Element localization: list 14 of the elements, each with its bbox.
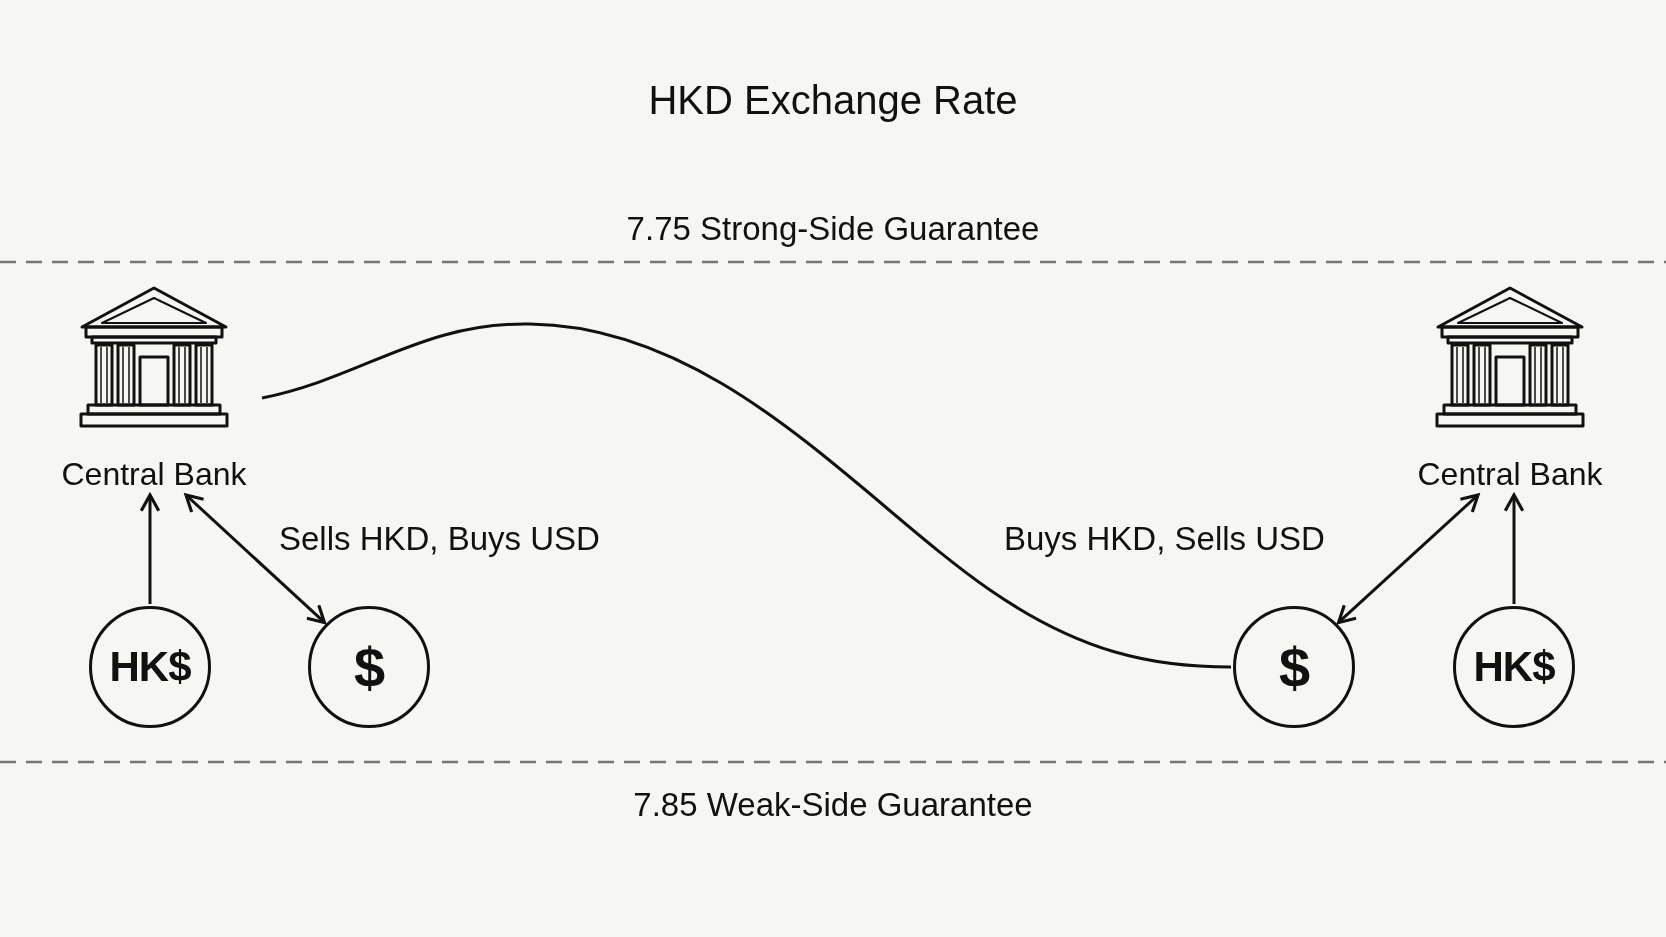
arrow bbox=[1503, 493, 1525, 604]
bank-label: Central Bank bbox=[61, 456, 247, 493]
arrow bbox=[184, 493, 327, 625]
guarantee-label: 7.85 Weak-Side Guarantee bbox=[632, 786, 1034, 824]
guarantee-label: 7.75 Strong-Side Guarantee bbox=[625, 210, 1041, 248]
currency-symbol: HK$ bbox=[109, 643, 191, 691]
currency-symbol: HK$ bbox=[1473, 643, 1555, 691]
arrow bbox=[139, 493, 161, 604]
exchange-rate-curve bbox=[261, 322, 1232, 669]
bank-label: Central Bank bbox=[1417, 456, 1603, 493]
currency-symbol: $ bbox=[353, 634, 385, 700]
arrow bbox=[1336, 493, 1480, 625]
title: HKD Exchange Rate bbox=[647, 78, 1019, 123]
currency-symbol: $ bbox=[1278, 634, 1310, 700]
